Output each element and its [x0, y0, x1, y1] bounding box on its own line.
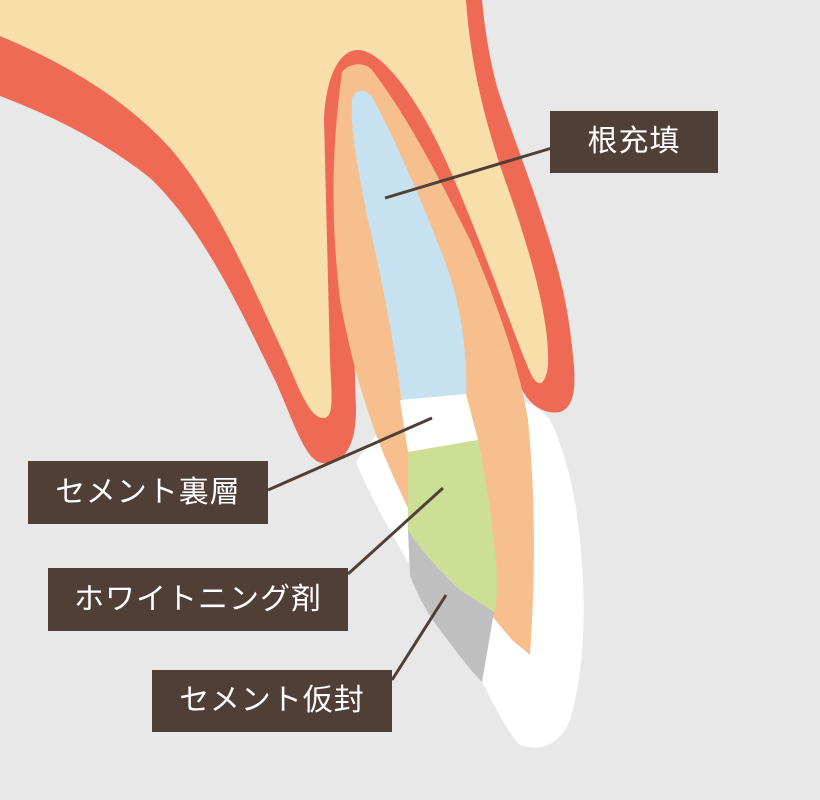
root-canal-filling — [351, 90, 467, 405]
gum-inner — [0, 0, 549, 418]
leader-line-root-filling — [384, 146, 553, 200]
whitening-agent-area — [408, 440, 498, 612]
label-temporary-seal: セメント仮封 — [152, 670, 392, 732]
leader-line-whitening-agent — [346, 486, 445, 576]
label-whitening-agent: ホワイトニング剤 — [48, 568, 348, 631]
label-root-filling: 根充填 — [550, 111, 718, 173]
temporary-seal-area — [408, 530, 494, 682]
label-cement-liner: セメント裏層 — [28, 461, 268, 524]
leader-line-temporary-seal — [390, 594, 448, 681]
leader-line-cement-liner — [267, 416, 433, 492]
cement-liner-layer — [400, 394, 478, 452]
